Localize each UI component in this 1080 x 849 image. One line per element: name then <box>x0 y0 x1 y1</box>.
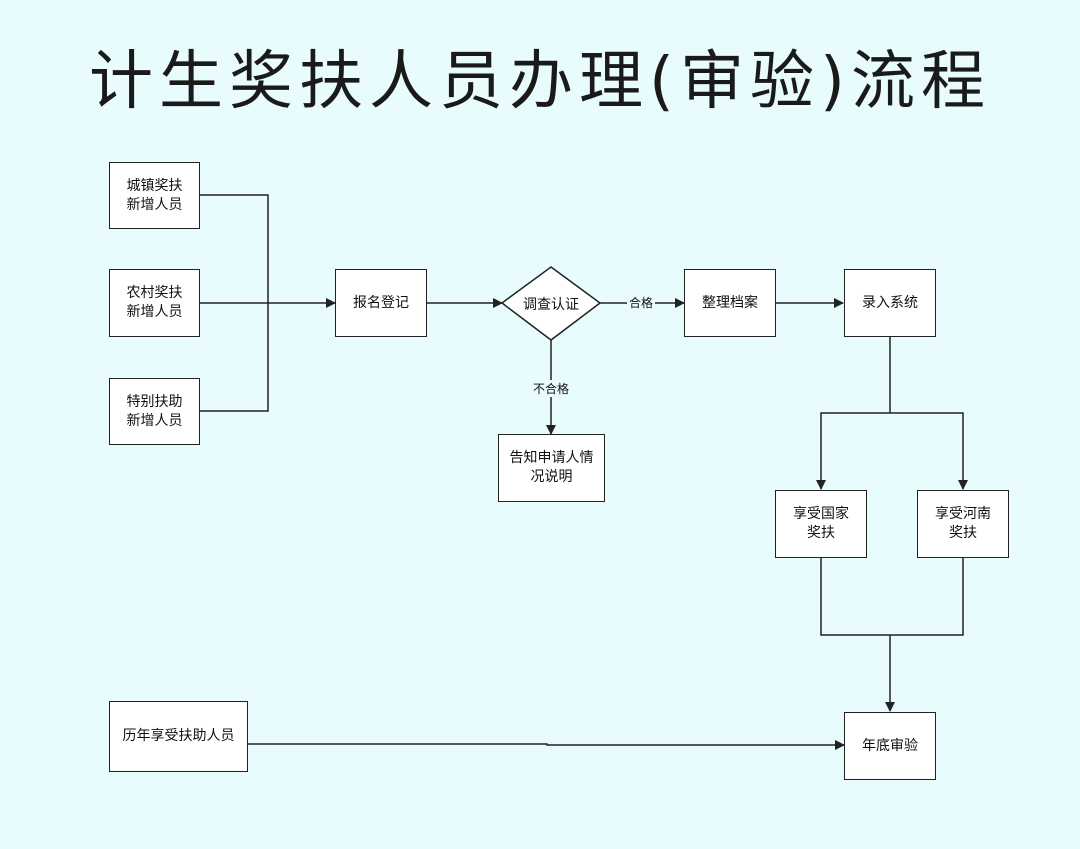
label-qualified: 合格 <box>627 294 656 311</box>
node-investigation: 调查认证 <box>523 297 579 313</box>
edge-national-to-merge <box>820 558 890 636</box>
node-historical-recipients: 历年享受扶助人员 <box>109 701 248 772</box>
page-title: 计生奖扶人员办理(审验)流程 <box>89 45 991 119</box>
node-registration: 报名登记 <box>335 269 427 337</box>
edge-urban-to-merge <box>199 194 269 303</box>
edge-split-to-henan <box>890 412 968 490</box>
node-henan-reward: 享受河南 奖扶 <box>917 490 1009 558</box>
node-national-reward: 享受国家 奖扶 <box>775 490 867 558</box>
node-annual-review: 年底审验 <box>844 712 936 780</box>
node-urban-new: 城镇奖扶 新增人员 <box>109 162 200 229</box>
node-archive: 整理档案 <box>684 269 776 337</box>
node-notify-applicant: 告知申请人情 况说明 <box>498 434 605 502</box>
edge-historical-to-review <box>247 740 845 750</box>
investigation-diamond <box>500 266 602 341</box>
node-enter-system: 录入系统 <box>844 269 936 337</box>
edge-split-to-national <box>816 412 890 490</box>
edge-henan-to-merge <box>890 558 964 636</box>
node-special-new: 特别扶助 新增人员 <box>109 378 200 445</box>
label-unqualified: 不合格 <box>531 380 572 397</box>
edge-special-to-merge <box>199 303 269 412</box>
node-rural-new: 农村奖扶 新增人员 <box>109 269 200 337</box>
